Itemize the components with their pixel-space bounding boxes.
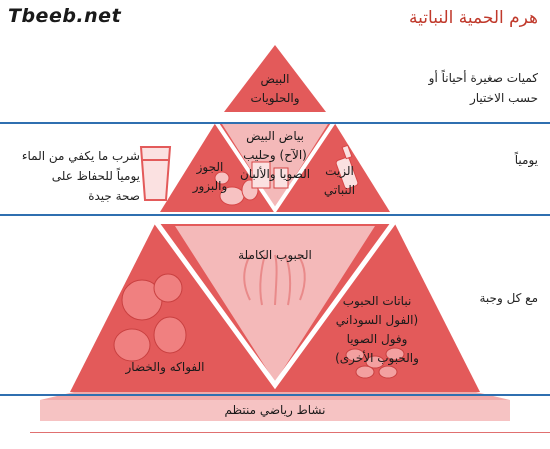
oil-label: الزيت النباتي [312, 162, 367, 200]
legumes-line3: وفول الصويا [346, 332, 408, 346]
fruits-veg-label: الفواكه والخضار [125, 360, 205, 374]
water-glass-icon [139, 146, 172, 201]
legumes-line4: والحبوب الأخرى) [335, 351, 419, 365]
dairy-line1: بياض البيض [246, 129, 304, 143]
eggs-sweets-label: البيض والحلويات [230, 70, 320, 108]
oil-bottle-icon [335, 144, 359, 190]
divider-base [30, 432, 550, 433]
milk-icon [251, 161, 289, 189]
oil-line1: الزيت [325, 164, 354, 178]
grains-label: الحبوب الكاملة [238, 248, 312, 262]
legumes-line2: (الفول السوداني [335, 313, 419, 327]
legumes-label: نباتات الحبوب (الفول السوداني وفول الصوي… [322, 292, 432, 368]
water-note-line1: شرب ما يكفي من الماء [21, 149, 140, 163]
dairy-label: بياض البيض (الآح) وحليب الصويا والألبان [225, 127, 325, 184]
eggs-sweets-line2: والحلويات [250, 91, 300, 105]
site-logo: Tbeeb.net [8, 5, 122, 27]
nuts-line2: والبزور [192, 179, 228, 193]
vegetables-icon [113, 273, 187, 362]
nuts-icon [214, 171, 259, 206]
dairy-line3: الصويا والألبان [239, 167, 311, 181]
dairy-section [222, 124, 328, 208]
water-note-line3: صحة جيدة [88, 189, 140, 203]
side-label-every-meal: مع كل وجبة [479, 291, 538, 305]
tier-top [224, 45, 326, 112]
divider-bottom [0, 394, 550, 396]
water-note: شرب ما يكفي من الماء يومياً للحفاظ على ص… [8, 146, 140, 206]
eggs-sweets-line1: البيض [260, 72, 290, 86]
divider-middle [0, 214, 550, 216]
nuts-line1: الجوز [196, 160, 224, 174]
side-label-occasional-line2: حسب الاختيار [469, 91, 538, 105]
divider-top [0, 122, 550, 124]
wheat-icon [243, 254, 306, 306]
legumes-line1: نباتات الحبوب [342, 294, 412, 308]
side-label-daily: يومياً [514, 153, 538, 167]
dairy-line2: (الآح) وحليب [243, 148, 307, 162]
activity-band [40, 400, 510, 421]
activity-label: نشاط رياضي منتظم [224, 403, 326, 417]
water-note-line2: يومياً للحفاظ على [51, 169, 140, 183]
oil-line2: النباتي [323, 183, 356, 197]
side-label-occasional-line1: كميات صغيرة أحياناً أو [428, 71, 538, 85]
page-title: هرم الحمية النباتية [409, 8, 538, 28]
nuts-label: الجوز والبزور [180, 158, 240, 196]
beans-icon [345, 347, 405, 379]
side-label-occasional: كميات صغيرة أحياناً أو حسب الاختيار [378, 68, 538, 108]
